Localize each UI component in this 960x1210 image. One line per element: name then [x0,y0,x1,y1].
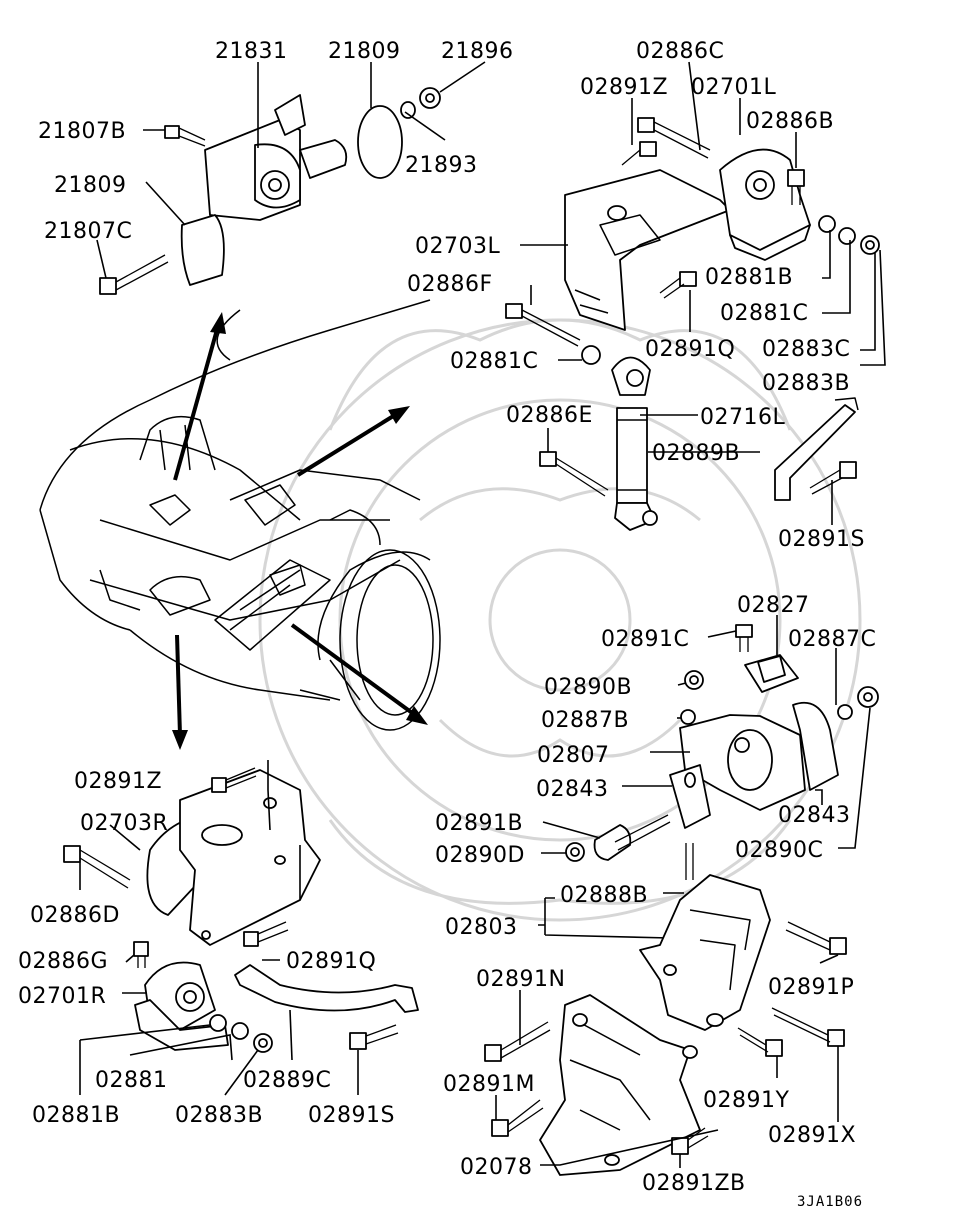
part-label: 02890B [544,675,632,700]
part-label: 02886D [30,903,120,928]
part-labels: 21831 21809 21896 21807B 21893 21809 218… [18,39,876,1210]
part-label: 02891Y [703,1088,789,1113]
part-label: 02886F [407,272,493,297]
part-label: 02890C [735,838,823,863]
diagram-code: 3JA1B06 [797,1194,863,1210]
part-label: 02887B [541,708,629,733]
part-label: 21807C [44,219,132,244]
part-label: 02891S [308,1103,395,1128]
part-label: 02881B [32,1103,120,1128]
part-label: 02891Z [580,75,668,100]
mount-02701L-group [505,117,880,531]
part-label: 02888B [560,883,648,908]
part-label: 02703R [80,811,168,836]
part-label: 02890D [435,843,525,868]
leaders-right-middle [538,615,871,939]
part-label: 02891Z [74,769,162,794]
part-label: 02883C [762,337,850,362]
part-label: 02881B [705,265,793,290]
watermark-emblem [258,318,862,922]
part-label: 02891M [443,1072,535,1097]
part-label: 02886B [746,109,834,134]
part-label: 02843 [536,777,609,802]
leaders-bottom-right [495,954,839,1168]
part-label: 02891X [768,1123,856,1148]
part-label: 02703L [415,234,500,259]
leaders-top-right [520,61,886,525]
part-label: 21809 [328,39,401,64]
part-label: 02881C [720,301,808,326]
part-label: 02881 [95,1068,168,1093]
part-label: 02891Q [286,949,376,974]
part-label: 02701L [691,75,776,100]
part-label: 02891Q [645,337,735,362]
part-label: 02886G [18,949,108,974]
part-label: 02891ZB [642,1171,746,1196]
part-label: 02078 [460,1155,533,1180]
part-label: 02889C [243,1068,331,1093]
part-label: 02701R [18,984,106,1009]
part-label: 02716L [700,405,785,430]
vehicle-engine-bay-illustration [39,299,441,731]
part-label: 02843 [778,803,851,828]
part-label: 02881C [450,349,538,374]
part-label: 02891N [476,967,565,992]
direction-arrows [172,312,428,750]
part-label: 02886C [636,39,724,64]
part-label: 02886E [506,403,593,428]
part-label: 02883B [762,371,850,396]
part-label: 02889B [652,441,740,466]
part-label: 02891S [778,527,865,552]
part-label: 02891B [435,811,523,836]
mount-21831-group [99,87,441,295]
part-label: 21896 [441,39,514,64]
part-label: 21893 [405,153,478,178]
part-label: 02891P [768,975,854,1000]
part-label: 02883B [175,1103,263,1128]
leaders-top-left [96,61,486,279]
part-label: 21809 [54,173,127,198]
part-label: 21831 [215,39,288,64]
part-label: 02827 [737,593,810,618]
leaders-bottom-left [79,760,359,1096]
brackets-02803-02078-group [484,874,847,1176]
part-label: 21807B [38,119,126,144]
part-label: 02803 [445,915,518,940]
part-label: 02891C [601,627,689,652]
mount-02807-group [565,624,879,880]
part-label: 02887C [788,627,876,652]
part-label: 02807 [537,743,610,768]
